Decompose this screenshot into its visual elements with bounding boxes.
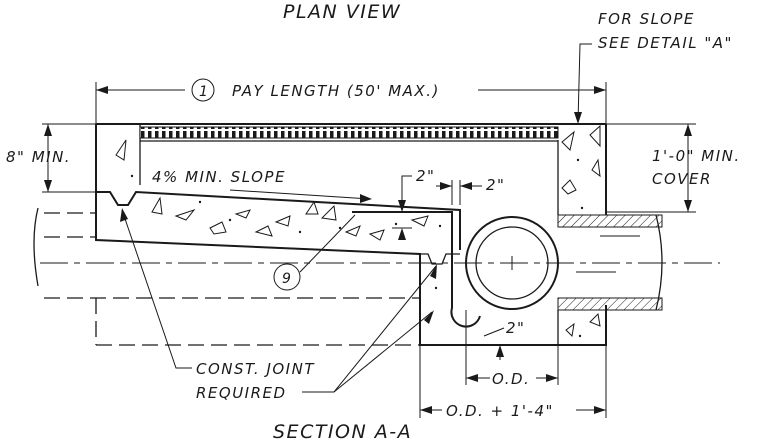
- od-arrow-right: [546, 374, 558, 382]
- cover-label-line2: COVER: [652, 170, 712, 188]
- dim-2-bottom-leader: [483, 327, 505, 337]
- od-plus-arrow-right: [594, 406, 606, 414]
- section-title: SECTION A-A: [273, 421, 412, 443]
- callout-9-circle: [273, 263, 301, 291]
- min-depth-arrow-bottom: [44, 180, 52, 192]
- od-plus-arrow-left: [420, 406, 432, 414]
- pay-length-callout-number: 1: [199, 84, 209, 100]
- pay-length-label: PAY LENGTH (50' MAX.): [232, 82, 440, 100]
- dim-2-bottom-label: 2": [506, 319, 525, 337]
- slope-note-line1: FOR SLOPE: [598, 10, 695, 28]
- trench-outer-left-wall: [95, 124, 607, 346]
- pay-length-arrow-left: [96, 86, 108, 94]
- joint-note-line1: CONST. JOINT: [196, 360, 315, 378]
- slope-note-line2: SEE DETAIL "A": [598, 34, 733, 52]
- pay-length-callout-circle: [191, 78, 215, 102]
- joint-note-line2: REQUIRED: [196, 384, 287, 402]
- channel-bottom: [95, 239, 421, 255]
- grate: [139, 126, 559, 139]
- outlet-pipe-hatch-top: [557, 214, 663, 228]
- joint-leader-right: [302, 265, 437, 393]
- pay-length-arrow-right: [594, 86, 606, 94]
- cover-label-line1: 1'-0" MIN.: [652, 147, 741, 165]
- pipe-break: [33, 207, 39, 287]
- dim-2-left-label: 2": [416, 167, 435, 185]
- dim-2-right-arrow-b: [460, 182, 472, 190]
- slope-note-arrow: [574, 112, 582, 124]
- od-plus-label: O.D. + 1'-4": [446, 402, 554, 420]
- callout-9-number: 9: [282, 271, 292, 287]
- outlet-pipe-hatch-bottom: [557, 297, 663, 311]
- dim-2-left-arrow-up: [398, 228, 406, 240]
- rebar-hook: [352, 211, 481, 328]
- cover-arrow-top: [684, 124, 692, 136]
- joint-arrow-right-2: [424, 310, 434, 324]
- slope-note-leader: [577, 43, 592, 123]
- slope-arrow-head: [360, 194, 372, 203]
- joint-arrow-right: [430, 264, 437, 279]
- dim-2-right-arrow-a: [440, 182, 452, 190]
- dim-2-right-label: 2": [486, 176, 505, 194]
- od-arrow-left: [466, 374, 478, 382]
- channel-sloped-top: [96, 190, 461, 250]
- slope-arrow-line: [229, 189, 371, 200]
- slope-label: 4% MIN. SLOPE: [152, 168, 286, 186]
- dim-2-left-arrow: [398, 200, 406, 212]
- od-label: O.D.: [492, 370, 530, 388]
- joint-arrow-left: [120, 208, 128, 222]
- joint-leader-right-2: [333, 311, 433, 393]
- dim-2-bottom-arrow: [496, 345, 504, 357]
- callout-9-leader: [299, 214, 356, 273]
- joint-leader-left: [121, 209, 192, 369]
- min-depth-label: 8" MIN.: [6, 148, 71, 166]
- cover-arrow-bottom: [684, 200, 692, 212]
- plan-view-title: PLAN VIEW: [283, 1, 401, 23]
- concrete-texture: [115, 124, 601, 338]
- outlet-pipe-end: [655, 214, 663, 311]
- min-depth-arrow-top: [44, 124, 52, 136]
